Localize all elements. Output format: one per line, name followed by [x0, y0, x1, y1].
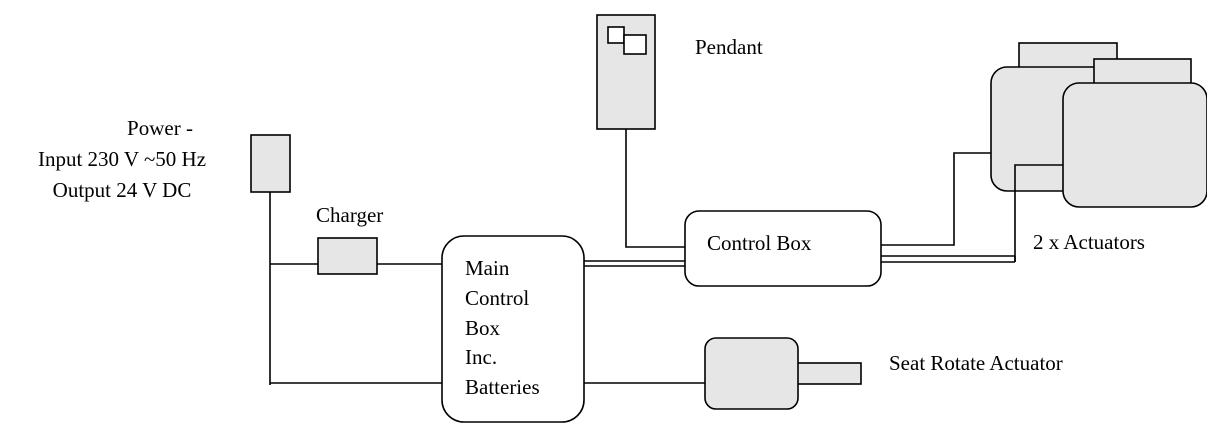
power-supply-box [250, 134, 291, 193]
main-control-box [441, 235, 585, 423]
control-to-actuator-1-wire [881, 152, 992, 246]
pendant-box [596, 14, 656, 130]
power-label-line1: Power - [127, 116, 193, 140]
actuator-2-input-wire [1014, 164, 1063, 262]
actuators-label: 2 x Actuators [1033, 230, 1145, 254]
control-box-label: Control Box [707, 231, 812, 255]
seat-actuator-body [704, 337, 799, 410]
actuator-2-body [1062, 82, 1207, 208]
seat-actuator-shaft [796, 362, 862, 385]
seat-actuator-label: Seat Rotate Actuator [889, 351, 1063, 375]
power-label-line3: Output 24 V DC [53, 178, 192, 202]
charger-box [317, 237, 378, 275]
control-box [684, 210, 882, 287]
pendant-button-1 [607, 26, 625, 44]
power-label-line2: Input 230 V ~50 Hz [38, 147, 206, 171]
pendant-button-2 [623, 34, 647, 55]
pendant-label: Pendant [695, 35, 763, 59]
pendant-to-control-wire [625, 129, 685, 248]
main-box-label-line2: Control [465, 286, 529, 310]
main-box-label-line3: Box [465, 316, 501, 340]
main-box-label-line5: Batteries [465, 375, 540, 399]
charger-label: Charger [316, 203, 383, 227]
main-box-label-line4: Inc. [465, 345, 497, 369]
main-box-label-line1: Main [465, 256, 510, 280]
